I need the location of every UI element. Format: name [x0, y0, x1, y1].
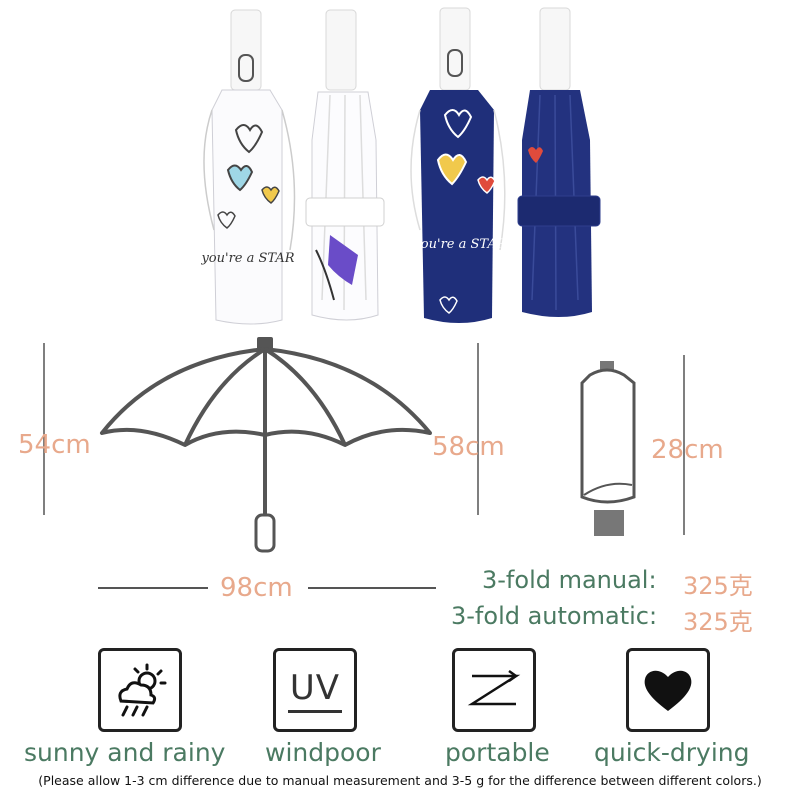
- heart-icon: [644, 670, 692, 711]
- feature-label: sunny and rainy: [24, 738, 226, 767]
- feature-box-portable: [452, 648, 536, 732]
- feature-label: quick-drying: [594, 738, 750, 767]
- open-umbrella-outline: [100, 337, 432, 553]
- size-diagram: [43, 337, 685, 553]
- uv-icon: UV: [288, 668, 342, 713]
- rib-length-label: 58cm: [432, 432, 505, 462]
- folded-umbrella-outline: [580, 361, 636, 536]
- uv-icon-text: UV: [289, 667, 341, 708]
- umbrella-navy-sleeve: you're a STAR: [410, 7, 507, 323]
- spec-row: 3-fold manual:: [482, 566, 657, 594]
- spec-value: 325克: [683, 572, 753, 600]
- print-text: you're a STAR: [412, 237, 506, 252]
- feature-box-sunny-rainy: [98, 648, 182, 732]
- feature-label: windpoor: [265, 738, 381, 767]
- umbrella-white-folded: [305, 9, 385, 321]
- spec-label: 3-fold manual: [482, 566, 649, 594]
- spec-value: 325克: [683, 608, 753, 636]
- spec-row: 3-fold automatic:: [451, 602, 657, 630]
- footnote: (Please allow 1-3 cm difference due to m…: [38, 773, 762, 788]
- feature-box-windproof: UV: [273, 648, 357, 732]
- product-photos: you're a STAR you're a STAR: [200, 7, 601, 325]
- spec-label: 3-fold automatic: [451, 602, 649, 630]
- fold-arrow-icon: [467, 669, 521, 706]
- feature-label: portable: [445, 738, 550, 767]
- umbrella-navy-folded: [517, 7, 601, 317]
- umbrella-white-sleeve: you're a STAR: [200, 9, 296, 325]
- height-open-label: 54cm: [18, 430, 91, 460]
- print-text: you're a STAR: [200, 251, 294, 266]
- sun-cloud-rain-icon: [118, 663, 167, 717]
- spec-separator: :: [648, 566, 657, 594]
- diameter-line-right: [308, 587, 436, 589]
- diameter-line-left: [98, 587, 208, 589]
- spec-separator: :: [648, 602, 658, 630]
- diameter-label: 98cm: [220, 573, 293, 603]
- folded-length-label: 28cm: [651, 435, 724, 465]
- feature-box-quick-drying: [626, 648, 710, 732]
